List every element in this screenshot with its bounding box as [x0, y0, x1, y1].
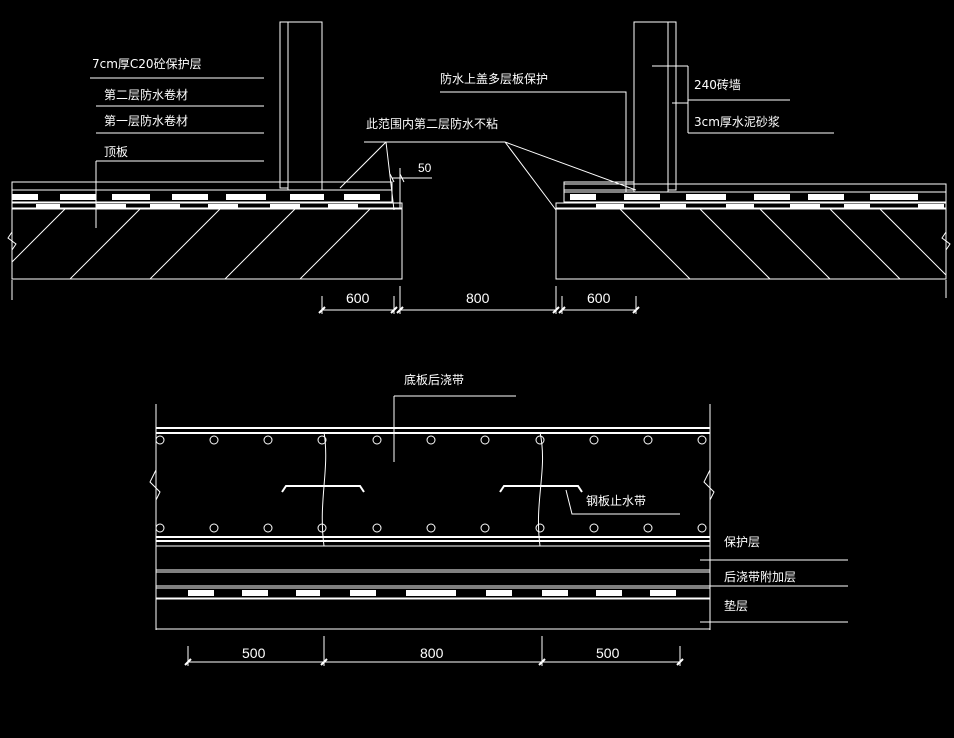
label-multi-board: 防水上盖多层板保护	[440, 71, 548, 86]
right-brick-wall	[633, 21, 669, 193]
dim-top-center: 800	[466, 290, 490, 306]
label-mortar: 3cm厚水泥砂浆	[694, 114, 780, 129]
label-cushion: 垫层	[724, 598, 748, 613]
cushion-band	[155, 598, 711, 630]
right-wall-mortar	[667, 21, 677, 191]
dim-gap-small: 50	[418, 161, 432, 175]
bottom-dimensions	[184, 636, 684, 666]
left-brick-wall	[287, 21, 323, 191]
right-steel-waterstop	[499, 485, 583, 493]
dim-bottom-left: 500	[242, 645, 266, 661]
dim-bottom-right: 500	[596, 645, 620, 661]
left-membrane-dashes-2	[36, 204, 358, 208]
extra-layer-band	[155, 571, 711, 587]
label-protect-layer: 保护层	[724, 535, 760, 549]
label-extra-layer: 后浇带附加层	[724, 570, 796, 584]
label-roof-slab: 顶板	[104, 145, 128, 159]
label-steel-waterstop: 钢板止水带	[586, 494, 646, 508]
top-dimensions	[11, 280, 947, 314]
protect-layer-band	[155, 545, 711, 571]
dim-top-left: 600	[346, 290, 370, 306]
dim-bottom-center: 800	[420, 645, 444, 661]
bottom-section: 底板后浇带 钢板止水带 保护层 后浇带附加层 垫层 500 800 500	[149, 372, 848, 666]
left-wall-mortar	[279, 21, 289, 189]
label-membrane-2: 第二层防水卷材	[104, 87, 188, 102]
bottom-membrane-dashes	[188, 590, 676, 596]
top-section: 7cm厚C20砼保护层 第二层防水卷材 第一层防水卷材 顶板 此范围内第二层防水…	[7, 21, 951, 314]
label-membrane-1: 第一层防水卷材	[104, 113, 188, 128]
left-board-protection	[321, 181, 393, 191]
label-no-stick: 此范围内第二层防水不粘	[366, 116, 498, 131]
dim-top-right: 600	[587, 290, 611, 306]
right-board-protection	[563, 181, 635, 191]
label-post-pour-band: 底板后浇带	[404, 372, 464, 387]
left-steel-waterstop	[281, 485, 365, 493]
right-roof-slab	[555, 183, 951, 280]
label-brick-wall: 240砖墙	[694, 77, 741, 92]
label-c20-protect: 7cm厚C20砼保护层	[92, 57, 202, 71]
rebar-dots	[155, 435, 707, 533]
left-roof-slab	[7, 181, 403, 280]
left-membrane-dashes	[12, 194, 380, 200]
